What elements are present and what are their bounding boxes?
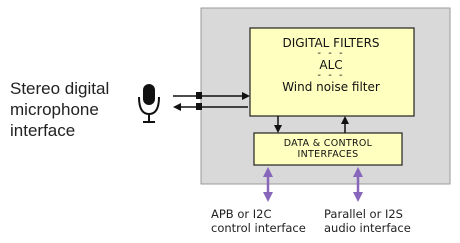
digital-filters-title: DIGITAL FILTERS — [282, 36, 380, 50]
data-control-line-2: INTERFACES — [297, 149, 359, 160]
parallel-line-1: Parallel or I2S — [324, 207, 403, 221]
parallel-line-2: audio interface — [324, 221, 411, 235]
label-line-3: interface — [10, 121, 76, 140]
digital-filters-text: DIGITAL FILTERS - - - ALC - - - Wind noi… — [256, 36, 406, 94]
separator: - - - — [317, 70, 345, 81]
separator: - - - — [317, 48, 345, 59]
microphone-icon — [138, 84, 160, 123]
data-control-line-1: DATA & CONTROL — [283, 138, 373, 149]
data-control-text: DATA & CONTROL INTERFACES — [256, 138, 400, 160]
label-line-2: microphone — [10, 100, 99, 119]
label-line-1: Stereo digital — [10, 79, 110, 98]
mic-data-arrows — [173, 92, 250, 111]
digital-filters-block — [249, 27, 415, 117]
apb-i2c-label: APB or I2C control interface — [211, 207, 306, 235]
data-control-block — [253, 132, 403, 166]
external-interface-arrows — [263, 167, 363, 202]
wind-noise-filter-label: Wind noise filter — [282, 80, 380, 94]
alc-label: ALC — [319, 58, 343, 72]
internal-arrows — [274, 116, 349, 133]
microphone-interface-label: Stereo digital microphone interface — [10, 78, 140, 141]
apb-line-2: control interface — [211, 221, 306, 235]
apb-line-1: APB or I2C — [211, 207, 272, 221]
parallel-i2s-label: Parallel or I2S audio interface — [324, 207, 411, 235]
